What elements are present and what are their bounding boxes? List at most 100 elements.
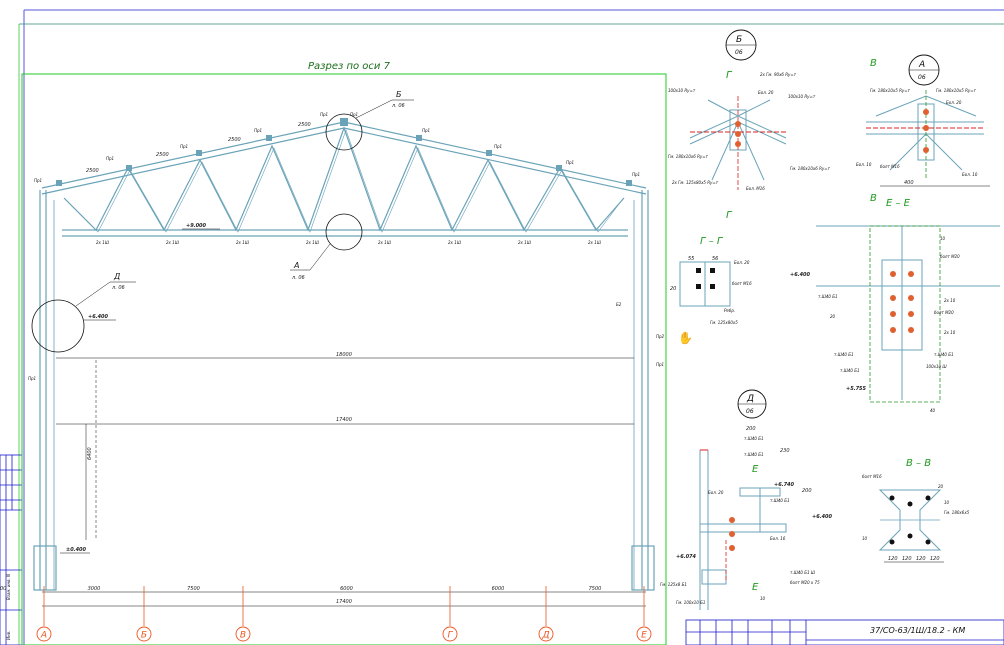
svg-text:10: 10 [760, 596, 766, 601]
svg-text:Пр1: Пр1 [320, 112, 328, 117]
svg-text:болт М16: болт М16 [862, 474, 882, 479]
svg-text:Пр1: Пр1 [422, 128, 430, 133]
svg-text:56: 56 [712, 256, 718, 262]
hand-cursor-icon: ✋ [678, 331, 693, 345]
svg-text:Б: Б [736, 35, 742, 45]
span-dim-5: 7500 [589, 586, 602, 592]
svg-text:Г – Г: Г – Г [700, 236, 724, 247]
svg-text:А: А [293, 261, 299, 270]
svg-text:+5.755: +5.755 [846, 386, 867, 392]
svg-text:2х 1Ш: 2х 1Ш [166, 240, 180, 245]
svg-text:Гм. 125х80х5: Гм. 125х80х5 [710, 320, 738, 325]
svg-text:Пр1: Пр1 [28, 376, 36, 381]
svg-text:Пр1: Пр1 [180, 144, 188, 149]
svg-text:Бол. М16: Бол. М16 [746, 186, 765, 191]
axis-markers: АБВГДЕ300075006000600075003000 [0, 586, 652, 642]
axis-bubble-Е [636, 626, 652, 642]
svg-text:А: А [918, 60, 925, 70]
axis-bubble-А [36, 626, 52, 642]
svg-text:Е: Е [752, 464, 759, 475]
svg-text:Пр1: Пр1 [632, 172, 640, 177]
svg-text:+6.400: +6.400 [790, 272, 811, 278]
axis-bubble-Г [442, 626, 458, 642]
svg-text:Д: Д [113, 272, 120, 281]
svg-text:болт М20 х 75: болт М20 х 75 [790, 580, 820, 585]
svg-text:10: 10 [862, 536, 868, 541]
svg-text:Гм. 180х10х5 Rу=т: Гм. 180х10х5 Rу=т [936, 88, 977, 93]
svg-text:Пр2: Пр2 [656, 334, 665, 339]
axis-bubble-Д [538, 626, 554, 642]
svg-text:20: 20 [830, 314, 836, 319]
svg-text:Е: Е [752, 582, 759, 593]
top-chord-dims: 2500 2500 2500 2500 [86, 122, 311, 174]
elevation-marks: +9.000 +6.400 ±0.400 [60, 223, 220, 554]
svg-text:200: 200 [746, 426, 756, 432]
svg-text:2х 1Ш: 2х 1Ш [588, 240, 602, 245]
svg-text:2500: 2500 [228, 137, 241, 143]
svg-text:т.Ш40 Б1: т.Ш40 Б1 [744, 452, 764, 457]
svg-text:Б: Б [396, 90, 402, 99]
svg-text:2х 10: 2х 10 [944, 298, 956, 303]
detail-B: Б 06 Г Г 2х Гм. 90х6 Rу=т Бол. 20 100х10… [668, 29, 831, 221]
svg-text:Пр1: Пр1 [350, 112, 358, 117]
svg-text:2х 1Ш: 2х 1Ш [236, 240, 250, 245]
callout-A: А л. 06 [290, 213, 363, 281]
svg-text:±0.400: ±0.400 [66, 547, 87, 553]
svg-text:л. 06: л. 06 [391, 103, 405, 109]
svg-text:400: 400 [904, 180, 914, 186]
svg-text:18000: 18000 [336, 352, 352, 358]
svg-text:120: 120 [930, 556, 940, 562]
svg-text:л. 06: л. 06 [291, 275, 305, 281]
axis-label-Г: Г [447, 631, 453, 641]
svg-text:Гм. 180х10х6 Rу=т: Гм. 180х10х6 Rу=т [790, 166, 831, 171]
svg-text:т.Ш40 Б1: т.Ш40 Б1 [818, 294, 838, 299]
svg-text:болт М16: болт М16 [732, 281, 752, 286]
svg-text:Ребр.: Ребр. [724, 308, 735, 313]
stamp-code: 37/CO-63/1Ш/18.2 - КМ [870, 626, 965, 635]
svg-text:болт М20: болт М20 [934, 310, 954, 315]
svg-text:Бол. 20: Бол. 20 [734, 260, 750, 265]
svg-text:20: 20 [938, 484, 944, 489]
svg-text:т.Ш40 Б1: т.Ш40 Б1 [840, 368, 860, 373]
svg-text:+6.074: +6.074 [676, 554, 697, 560]
svg-text:120: 120 [888, 556, 898, 562]
svg-text:Пр1: Пр1 [494, 144, 502, 149]
svg-text:Пр1: Пр1 [254, 128, 262, 133]
svg-text:Гм. 125х8 Б1: Гм. 125х8 Б1 [660, 582, 687, 587]
svg-text:230: 230 [780, 448, 790, 454]
callout-D: Д л. 06 [31, 272, 136, 353]
svg-text:2500: 2500 [86, 168, 99, 174]
svg-text:100х10 Rу=т: 100х10 Rу=т [788, 94, 816, 99]
svg-text:6400: 6400 [87, 447, 93, 460]
total-span: 17400 [336, 599, 352, 605]
svg-text:Бол. 10: Бол. 10 [856, 162, 872, 167]
crane-lines [56, 357, 634, 540]
brace-labels: 2х 1Ш 2х 1Ш 2х 1Ш 2х 1Ш 2х 1Ш 2х 1Ш 2х 1… [96, 240, 602, 245]
svg-text:2х Гм. 90х6 Rу=т: 2х Гм. 90х6 Rу=т [760, 72, 797, 77]
svg-text:Пр1: Пр1 [566, 160, 574, 165]
svg-text:болт М20: болт М20 [940, 254, 960, 259]
svg-text:В: В [870, 193, 877, 204]
svg-text:2500: 2500 [156, 152, 169, 158]
axis-label-Б: Б [141, 631, 147, 641]
svg-text:40: 40 [930, 408, 936, 413]
section-VV: В – В болт М16 20 10 10 Гм. 180х6х5 120 … [862, 458, 970, 563]
svg-text:06: 06 [918, 74, 926, 81]
svg-text:Гм. 180х10х5 Rу=т: Гм. 180х10х5 Rу=т [870, 88, 911, 93]
svg-text:Пр1: Пр1 [106, 156, 114, 161]
span-dim-4: 6000 [492, 586, 505, 592]
svg-text:2х 1Ш: 2х 1Ш [378, 240, 392, 245]
svg-text:2х 1Ш: 2х 1Ш [518, 240, 532, 245]
span-dim-3: 6000 [340, 586, 353, 592]
svg-text:т.Ш40 Б1: т.Ш40 Б1 [770, 498, 790, 503]
detail-D: Д 06 Е Е т.Ш40 Б1 т.Ш40 Б1 Бол. 20 Бол. … [660, 389, 833, 610]
svg-text:Гм. 180х10х6 Rу=т: Гм. 180х10х6 Rу=т [668, 154, 709, 159]
svg-text:+6.740: +6.740 [774, 482, 795, 488]
svg-text:Бол. 20: Бол. 20 [708, 490, 724, 495]
side-label-2: Инв. [6, 631, 11, 640]
svg-text:Пр1: Пр1 [656, 362, 664, 367]
svg-text:В: В [870, 58, 877, 69]
purlins [56, 118, 632, 186]
axis-bubble-В [235, 626, 251, 642]
